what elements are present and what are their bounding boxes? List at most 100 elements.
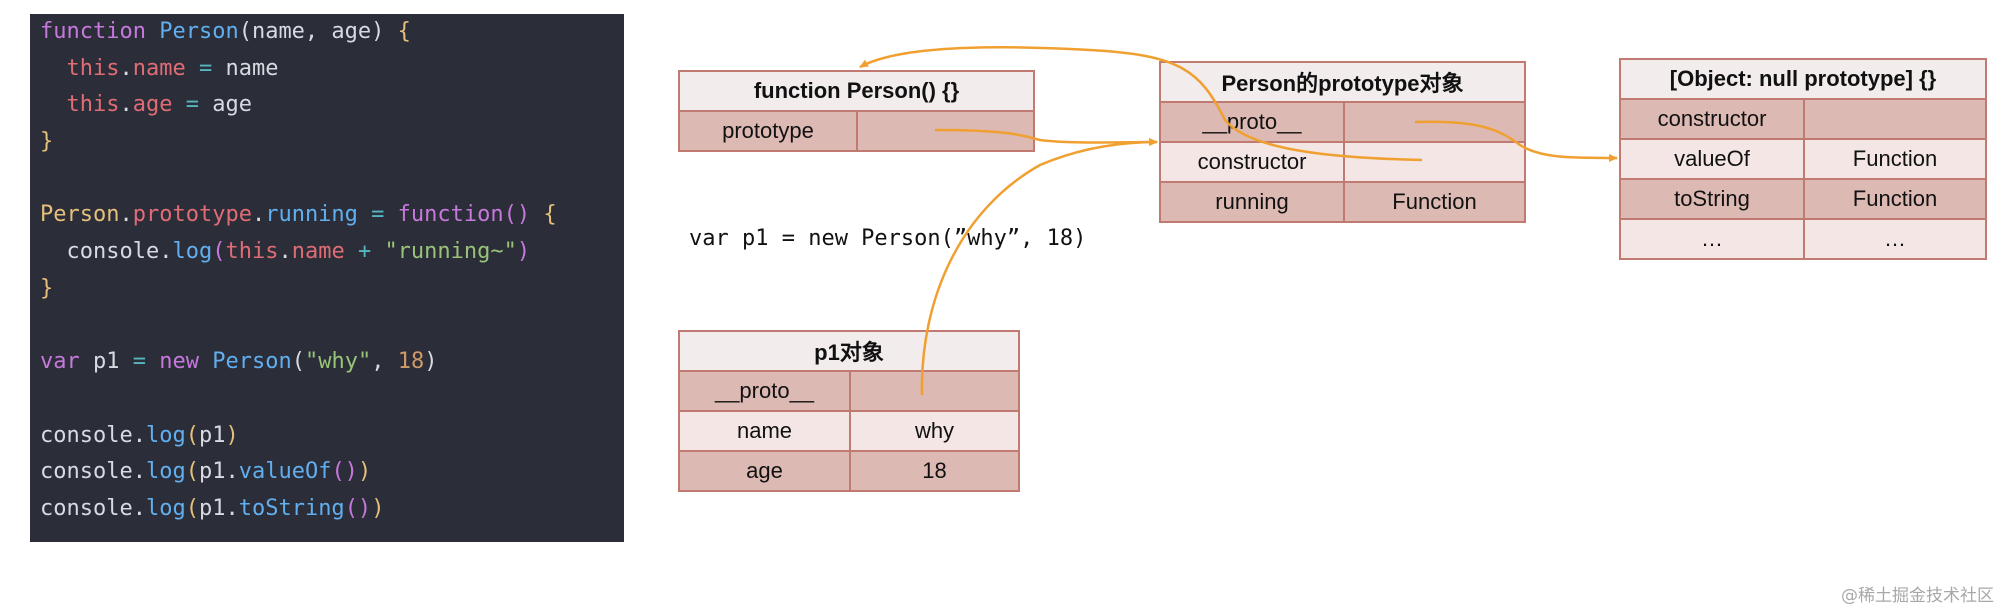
code-token [199, 349, 212, 374]
code-token: "running~" [384, 239, 517, 265]
code-token: log [145, 422, 186, 448]
code-token: function [397, 202, 504, 228]
p1-name-value: why [849, 410, 1020, 452]
code-token: ) [371, 495, 385, 521]
object-tostring-key: toString [1619, 178, 1805, 220]
code-token: . [119, 55, 133, 81]
code-token: Person [212, 349, 292, 375]
code-token: ) [424, 349, 438, 375]
code-line: console.log(p1.valueOf()) [40, 454, 624, 491]
code-token: this [225, 239, 279, 265]
person-function-table: function Person() {} prototype [678, 70, 1035, 152]
code-token: { [543, 202, 557, 228]
p1-proto-value [849, 370, 1020, 412]
code-token: { [397, 19, 411, 44]
code-line: console.log(p1.toString()) [40, 491, 624, 528]
code-token: } [40, 275, 54, 301]
code-line: Person.prototype.running = function() { [40, 197, 624, 234]
code-token: p1. [198, 459, 239, 485]
code-line: function Person(name, age) { [40, 14, 624, 51]
code-token [146, 349, 159, 374]
code-token: () [331, 459, 358, 485]
code-token [530, 202, 543, 227]
code-token [345, 239, 358, 264]
object-valueof-key: valueOf [1619, 138, 1805, 180]
code-token: running [265, 202, 358, 228]
prototype-constructor-key: constructor [1159, 141, 1345, 183]
code-line [40, 161, 624, 198]
code-token [384, 202, 397, 227]
code-token: age [132, 92, 173, 118]
prototype-proto-value [1343, 101, 1526, 143]
prototype-running-value: Function [1343, 181, 1526, 223]
code-token: console. [40, 459, 146, 485]
p1-object-table: p1对象 __proto__ name why age 18 [678, 330, 1020, 492]
code-token: ( [212, 239, 226, 265]
code-token: ) [225, 422, 239, 448]
object-constructor-key: constructor [1619, 98, 1805, 140]
code-token [40, 92, 67, 117]
code-token: . [119, 202, 133, 228]
code-token: name [132, 55, 186, 81]
diagram-code-caption: var p1 = new Person(”why”, 18) [689, 226, 1087, 251]
code-token: = [185, 92, 199, 118]
object-valueof-value: Function [1803, 138, 1987, 180]
code-token [186, 56, 199, 81]
code-token: () [503, 202, 531, 228]
code-token [146, 19, 159, 44]
code-token: "why" [304, 349, 372, 375]
person-function-prototype-value [856, 110, 1035, 152]
p1-age-value: 18 [849, 450, 1020, 492]
p1-name-key: name [678, 410, 851, 452]
object-null-prototype-table: [Object: null prototype] {} constructor … [1619, 58, 1987, 260]
code-token: name [291, 239, 345, 265]
code-token: () [344, 495, 372, 521]
code-token: . [278, 239, 292, 265]
code-line: console.log(p1) [40, 418, 624, 455]
code-token: , [371, 349, 398, 375]
code-token: ( [185, 459, 199, 485]
code-token: = [371, 202, 385, 228]
code-token: function [40, 19, 146, 44]
prototype-constructor-value [1343, 141, 1526, 183]
code-line: this.name = name [40, 51, 624, 88]
code-token: log [145, 459, 186, 485]
code-token: Person [159, 19, 239, 44]
person-function-title: function Person() {} [678, 70, 1035, 112]
object-null-prototype-title: [Object: null prototype] {} [1619, 58, 1987, 100]
code-line: var p1 = new Person("why", 18) [40, 344, 624, 381]
code-token: } [40, 129, 54, 155]
code-token: p1 [198, 422, 226, 448]
code-token [40, 239, 67, 264]
prototype-running-key: running [1159, 181, 1345, 223]
code-token: = [132, 349, 146, 375]
code-line: this.age = age [40, 87, 624, 124]
person-prototype-table: Person的prototype对象 __proto__ constructor… [1159, 61, 1526, 223]
code-token: p1. [198, 495, 239, 521]
p1-age-key: age [678, 450, 851, 492]
watermark-text: @稀土掘金技术社区 [1841, 586, 1994, 606]
code-token: console. [66, 239, 173, 265]
code-token: new [159, 349, 199, 375]
code-token: Person [40, 202, 120, 228]
code-token: var [40, 349, 80, 375]
object-tostring-value: Function [1803, 178, 1987, 220]
code-line: console.log(this.name + "running~") [40, 234, 624, 271]
code-token: ) [516, 239, 531, 265]
code-token: log [145, 495, 186, 521]
code-token: console. [40, 422, 146, 448]
code-token [371, 239, 384, 264]
person-function-prototype-key: prototype [678, 110, 858, 152]
p1-proto-key: __proto__ [678, 370, 851, 412]
code-token: ( [185, 422, 199, 448]
code-token: p1 [79, 349, 133, 375]
code-token: prototype [132, 202, 252, 228]
code-token: + [357, 239, 372, 265]
prototype-proto-key: __proto__ [1159, 101, 1345, 143]
object-constructor-value [1803, 98, 1987, 140]
code-token: this [66, 55, 120, 81]
person-prototype-title: Person的prototype对象 [1159, 61, 1526, 103]
code-token: ) [357, 459, 372, 485]
code-token: valueOf [238, 459, 332, 485]
code-token: console. [40, 495, 146, 521]
